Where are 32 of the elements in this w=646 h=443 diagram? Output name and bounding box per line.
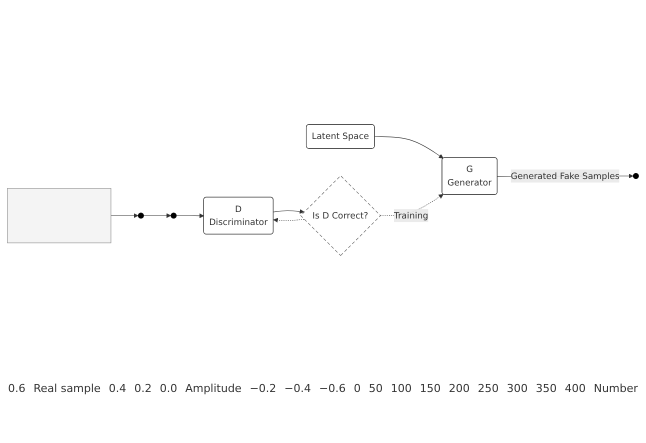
chart-label: 200 — [448, 382, 470, 395]
node-picture — [7, 188, 112, 244]
chart-label: Real sample — [34, 382, 101, 395]
chart-label: 350 — [536, 382, 557, 395]
chart-label: 250 — [478, 382, 499, 395]
arrow — [176, 213, 204, 218]
node-circle — [170, 212, 177, 219]
chart-label: 300 — [506, 382, 528, 395]
chart-label: 150 — [420, 382, 441, 395]
arrow — [273, 218, 304, 223]
edge-label: Training — [394, 210, 428, 221]
arrow — [143, 213, 172, 218]
edge-label: Generated Fake Samples — [510, 170, 620, 181]
node-circle — [138, 212, 144, 219]
chart-label: 0 — [354, 382, 361, 395]
node-circle — [632, 173, 639, 180]
chart-label: Amplitude — [185, 382, 242, 395]
chart-label: 0.2 — [134, 382, 152, 395]
chart-label: 100 — [390, 382, 412, 395]
chart-label: 400 — [564, 382, 586, 395]
arrow — [273, 209, 304, 214]
chart-label: 0.4 — [108, 382, 126, 395]
chart-label: 0.6 — [8, 382, 26, 395]
arrow — [110, 213, 138, 218]
chart-label: 0.0 — [160, 382, 178, 395]
chart-label: 50 — [368, 382, 383, 395]
chart-label: −0.2 — [250, 382, 276, 395]
arrow — [374, 136, 444, 159]
chart-label: −0.6 — [319, 382, 346, 395]
chart-label: −0.4 — [284, 382, 312, 395]
node-diamond: Is D Correct? — [300, 175, 381, 256]
chart-label: Number — [594, 382, 638, 395]
